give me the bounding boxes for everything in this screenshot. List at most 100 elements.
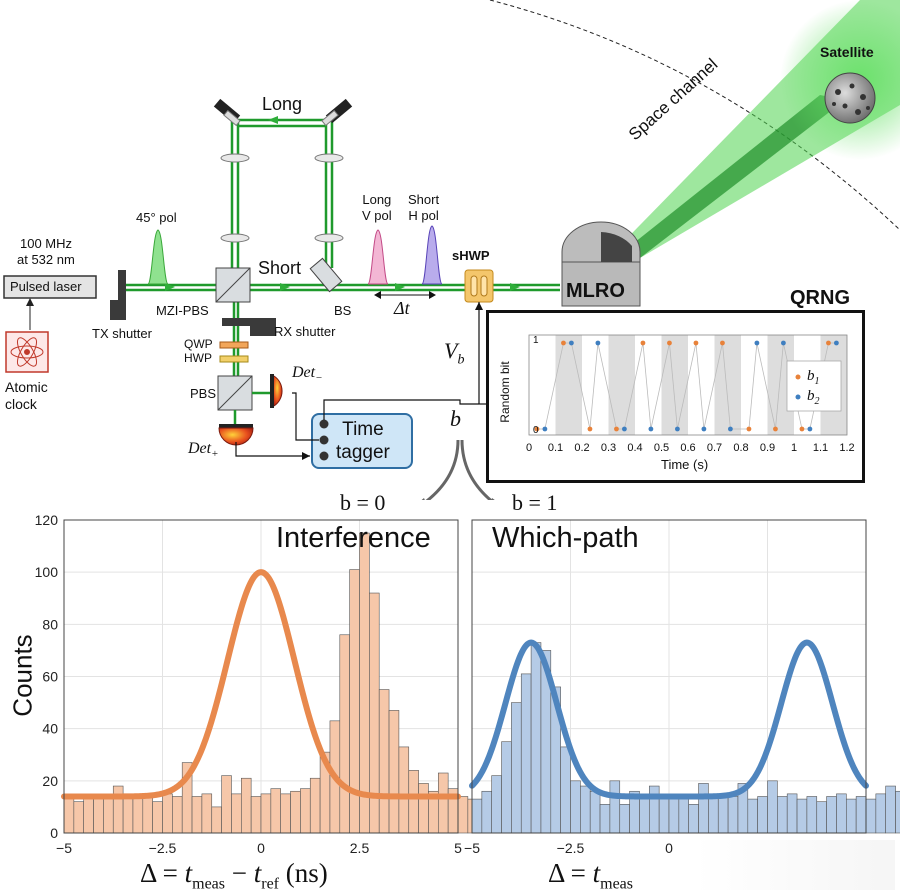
histogram-bar (658, 793, 670, 834)
svg-text:0.1: 0.1 (548, 442, 563, 454)
x-tick-label: −5 (56, 840, 72, 856)
histogram-bar (836, 793, 847, 834)
svg-text:0.3: 0.3 (601, 442, 616, 454)
watermark (695, 840, 895, 890)
qrng-point (648, 426, 654, 432)
histogram-bar (757, 796, 768, 834)
shwp-element (464, 269, 494, 303)
histogram-bar (339, 634, 350, 834)
histogram-bar (816, 801, 827, 834)
interference-title: Interference (276, 522, 431, 554)
histogram-bar (796, 798, 808, 834)
qrng-point (807, 426, 813, 432)
x-tick-label: −2.5 (149, 840, 177, 856)
x-tick-label: 0 (665, 840, 673, 856)
histogram-bar (241, 777, 252, 834)
y-tick-label: 120 (35, 512, 59, 528)
histogram-bar (408, 770, 419, 834)
histogram-bar (152, 801, 163, 834)
histogram-bar (855, 796, 867, 834)
det-minus-label: Det− (292, 364, 323, 385)
qrng-point (781, 340, 786, 346)
histogram-bar (437, 772, 449, 834)
histogram-bar (300, 788, 311, 834)
qrng-point (754, 340, 760, 346)
histogram-bar (639, 798, 650, 834)
optical-setup (3, 0, 900, 500)
svg-text:0.7: 0.7 (707, 442, 722, 454)
histogram-bar (845, 798, 857, 834)
histogram-bar (221, 775, 232, 834)
det-minus-icon (270, 374, 283, 408)
satellite-label: Satellite (820, 44, 874, 60)
histogram-bar (191, 796, 203, 834)
svg-text:0.5: 0.5 (654, 442, 669, 454)
histogram-bar (717, 796, 729, 834)
svg-text:0.9: 0.9 (760, 442, 775, 454)
histogram-bar (727, 796, 739, 834)
svg-text:0: 0 (526, 442, 532, 454)
x-tick-label: 5 (454, 840, 462, 856)
qrng-point (587, 426, 593, 432)
qrng-legend-b1: b1 (807, 368, 820, 387)
qrng-point (773, 426, 778, 432)
x-tick-label: −5 (464, 840, 480, 856)
det-plus-icon (218, 424, 254, 446)
histogram-bar (172, 796, 183, 834)
histogram-bar (806, 796, 818, 834)
rx-shutter-label: RX shutter (274, 324, 336, 339)
x-tick-label: 2.5 (350, 840, 370, 856)
qrng-xlabel: Time (s) (661, 457, 709, 472)
histogram-bar (162, 793, 173, 834)
histogram-bar (875, 793, 886, 834)
x-tick-label: −2.5 (557, 840, 585, 856)
qrng-legend-b2: b2 (807, 388, 820, 407)
pol45-label: 45° pol (136, 210, 177, 225)
qrng-point (595, 340, 601, 346)
histogram-bar (511, 702, 522, 834)
hwp-label: HWP (184, 351, 212, 365)
long-arm-label: Long (262, 94, 303, 114)
histogram-bar (826, 796, 837, 834)
histogram-bar (260, 793, 272, 834)
qrng-point (561, 340, 566, 346)
histogram-bar (103, 796, 114, 834)
delta-t-label: Δt (394, 298, 410, 318)
qrng-point (799, 426, 805, 432)
qrng-point (675, 426, 680, 432)
b1-label: b = 1 (512, 490, 558, 515)
b0-label: b = 0 (340, 490, 386, 515)
atom-icon (10, 337, 44, 367)
histogram-bar (201, 793, 213, 834)
histogram-bar (698, 783, 709, 834)
svg-text:0.8: 0.8 (733, 442, 748, 454)
histogram-bar (865, 798, 877, 834)
histogram-bar (270, 788, 282, 834)
y-tick-label: 40 (42, 721, 58, 737)
qrng-point (834, 340, 839, 346)
mlro-telescope (561, 221, 641, 307)
histogram-bar (668, 793, 680, 834)
laser-frequency-label: 100 MHz (20, 236, 73, 251)
pbs-label: PBS (190, 386, 217, 401)
laser-wavelength-label: at 532 nm (17, 252, 75, 267)
qrng-point (622, 426, 627, 432)
pulsed-laser-label: Pulsed laser (10, 279, 82, 294)
mlro-label: MLRO (566, 280, 625, 302)
histogram-bar (619, 804, 630, 834)
qrng-point (667, 340, 672, 346)
fit-curve (469, 639, 869, 800)
histogram-bar (609, 780, 621, 834)
svg-text:1: 1 (791, 442, 797, 454)
histogram-bar (885, 785, 896, 834)
counts-ylabel: Counts (7, 634, 38, 717)
orbit-arc (489, 0, 900, 231)
mzi-pbs-label: MZI-PBS (156, 303, 209, 318)
histogram-bar (122, 796, 134, 834)
svg-text:0: 0 (533, 425, 539, 436)
histogram-bar (786, 793, 798, 834)
histogram-bar (93, 796, 104, 834)
histogram-bar (895, 790, 900, 834)
